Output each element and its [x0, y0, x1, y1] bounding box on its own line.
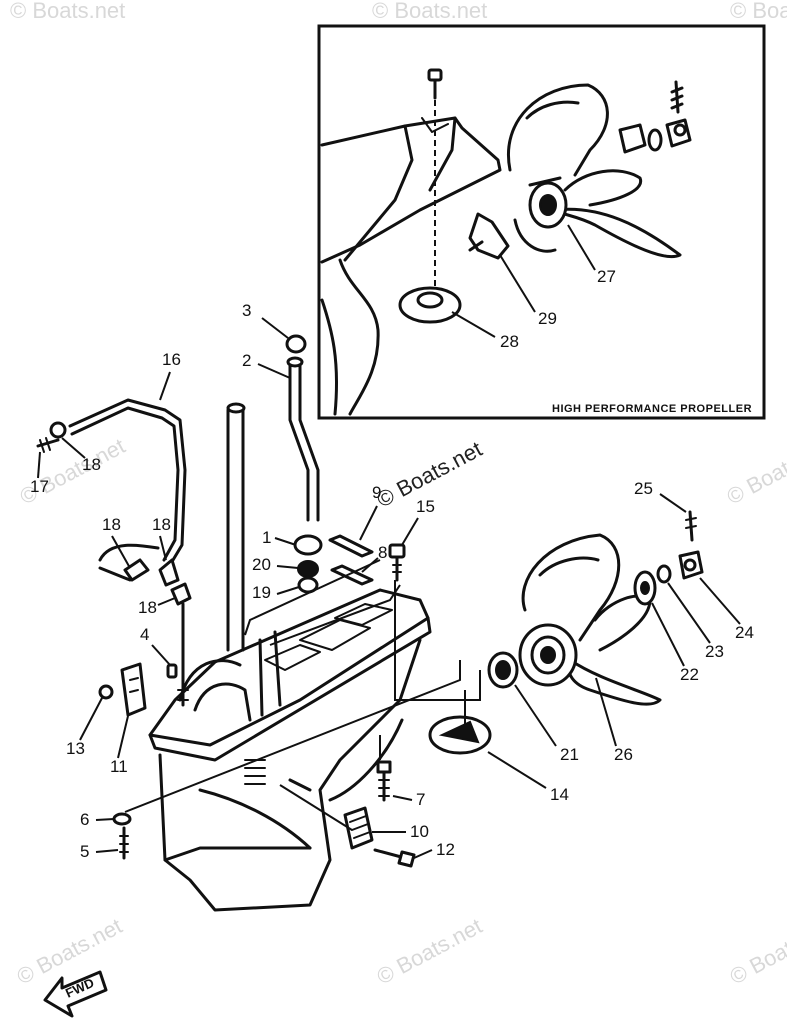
callout-18-top: 18	[82, 455, 101, 474]
hose-assembly	[36, 398, 192, 707]
small-hardware-right	[343, 543, 416, 868]
lower-unit-body	[148, 588, 432, 912]
callout-26: 26	[614, 745, 633, 764]
main-propeller	[428, 510, 704, 755]
plates-8-9	[328, 534, 374, 586]
watermark-top-left: © Boats.net	[10, 0, 125, 23]
watermark-bottom-right: © Boats.net	[726, 913, 787, 989]
inset-panel: HIGH PERFORMANCE PROPELLER	[317, 24, 766, 420]
callout-22: 22	[680, 665, 699, 684]
callout-6: 6	[80, 810, 89, 829]
watermarks: © Boats.net © Boats.net © Boats.net © Bo…	[10, 0, 787, 989]
watermark-mid-left: © Boats.net	[16, 433, 130, 509]
callout-1: 1	[262, 528, 271, 547]
callout-18-mid: 18	[152, 515, 171, 534]
callout-2: 2	[242, 351, 251, 370]
water-tube-assembly	[285, 334, 323, 594]
callout-3: 3	[242, 301, 251, 320]
callout-10: 10	[410, 822, 429, 841]
callout-14: 14	[550, 785, 569, 804]
callout-8: 8	[378, 543, 387, 562]
forward-arrow-icon: FWD	[43, 970, 108, 1018]
inset-caption: HIGH PERFORMANCE PROPELLER	[552, 403, 752, 415]
small-hardware-left	[98, 662, 178, 860]
callout-29: 29	[538, 309, 557, 328]
callout-27: 27	[597, 267, 616, 286]
callout-7: 7	[416, 790, 425, 809]
watermark-bottom-left: © Boats.net	[13, 913, 127, 989]
callout-18-left: 18	[102, 515, 121, 534]
callout-23: 23	[705, 642, 724, 661]
callout-13: 13	[66, 739, 85, 758]
callout-15: 15	[416, 497, 435, 516]
callout-20: 20	[252, 555, 271, 574]
callout-17: 17	[30, 477, 49, 496]
callout-9: 9	[372, 483, 381, 502]
watermark-mid-right: © Boats.net	[723, 433, 787, 509]
callout-25: 25	[634, 479, 653, 498]
callout-11: 11	[110, 757, 128, 776]
watermark-top-center: © Boats.net	[372, 0, 487, 23]
callout-12: 12	[436, 840, 455, 859]
callout-4: 4	[140, 625, 149, 644]
watermark-bottom-center: © Boats.net	[373, 913, 487, 989]
callout-16: 16	[162, 350, 181, 369]
callout-24: 24	[735, 623, 754, 642]
callout-19: 19	[252, 583, 271, 602]
callout-21: 21	[560, 745, 579, 764]
drive-shaft	[226, 402, 246, 652]
watermark-top-right: © Boats.net	[730, 0, 787, 23]
callout-28: 28	[500, 332, 519, 351]
alignment-lines	[124, 559, 481, 831]
callouts: 27 29 28 3 2 16 18 17 18 18 18 9 15 1 8 …	[30, 224, 754, 861]
callout-5: 5	[80, 842, 89, 861]
callout-18-bottom: 18	[138, 598, 157, 617]
